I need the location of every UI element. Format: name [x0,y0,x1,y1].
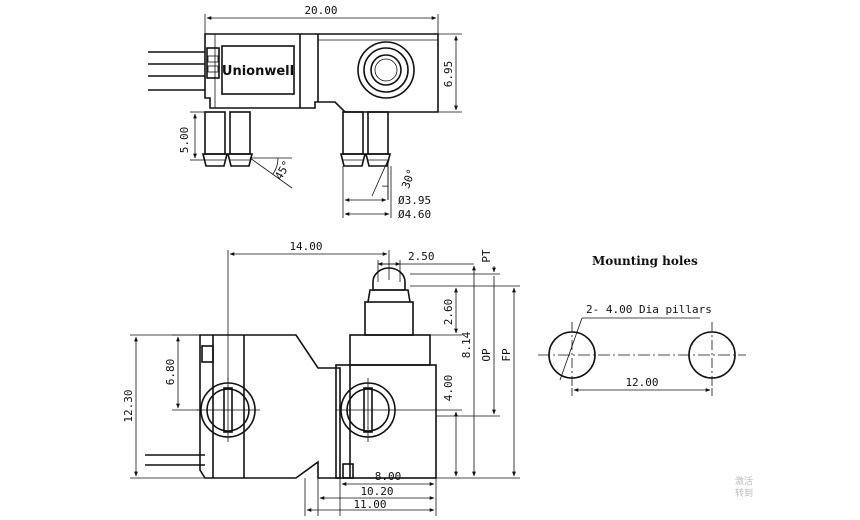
mounting-holes-view: Mounting holes 2- 4.00 Dia pillars 12.00 [538,254,746,396]
dim-body-height: 12.30 [122,334,205,479]
dim-695-label: 6.95 [442,61,455,88]
dia-395-label: Ø3.95 [398,194,431,207]
side-hole-left [196,378,260,442]
dim-1230-label: 12.30 [122,389,135,422]
side-view: 14.00 2.50 PT OP FP 2.60 [122,240,520,516]
angle-45: 45° [249,157,294,189]
dim-260-label: 2.60 [442,299,455,326]
angle-45-label: 45° [272,158,293,182]
dim-680-label: 6.80 [164,359,177,386]
angle-30-label: 30° [399,167,418,190]
dim-1200-label: 12.00 [625,376,658,389]
dim-20-label: 20.00 [304,4,337,17]
dim-op-value: 8.14 [460,265,476,477]
terminals-left [201,111,254,167]
dim-1020-label: 10.20 [360,485,393,498]
watermark-line-1: 激活 [735,475,753,487]
terminals-right [339,111,392,167]
plunger [364,301,414,336]
top-view: Unionwell [148,4,462,221]
side-left-block [199,334,341,479]
dim-800-label: 8.00 [375,470,402,483]
pillar-note: 2- 4.00 Dia pillars [586,303,712,316]
dim-814-label: 8.14 [460,331,473,358]
dim-terminal-length: 5.00 [178,111,205,161]
roller-top [357,41,415,99]
dim-actuator-width: 2.50 [377,250,474,282]
top-body-outline [204,33,439,113]
angle-30: 30° [371,159,418,200]
dim-500-label: 5.00 [178,127,191,154]
dim-top-height: 6.95 [438,33,462,113]
dim-diameters: Ø3.95 Ø4.60 [342,166,431,221]
brand-label: Unionwell [222,64,294,79]
dim-plunger-height: 2.60 [430,287,462,336]
watermark-line-2: 转到 [735,487,753,499]
dim-overall-length: 20.00 [204,4,439,34]
dim-left-hole-height: 6.80 [164,334,200,411]
side-hole-right [336,378,400,442]
op-label: OP [480,348,493,362]
mounting-title: Mounting holes [592,254,698,268]
dia-460-label: Ø4.60 [398,208,431,221]
brand-panel [221,45,295,95]
fp-label: FP [500,348,513,362]
dim-bottom-widths: 8.00 10.20 11.00 [304,470,437,516]
dim-1100-label: 11.00 [353,498,386,511]
dim-400-label: 4.00 [442,375,455,402]
dim-pt-op-fp: PT OP FP [410,249,520,479]
cable-top [148,51,205,91]
dim-hole-height: 4.00 [400,375,462,477]
dim-1400-label: 14.00 [289,240,322,253]
plunger-housing [349,334,431,366]
actuator-tip [372,267,406,291]
dim-250-label: 2.50 [408,250,435,263]
dim-actuator-offset: 14.00 [227,240,390,380]
pt-label: PT [480,249,493,263]
